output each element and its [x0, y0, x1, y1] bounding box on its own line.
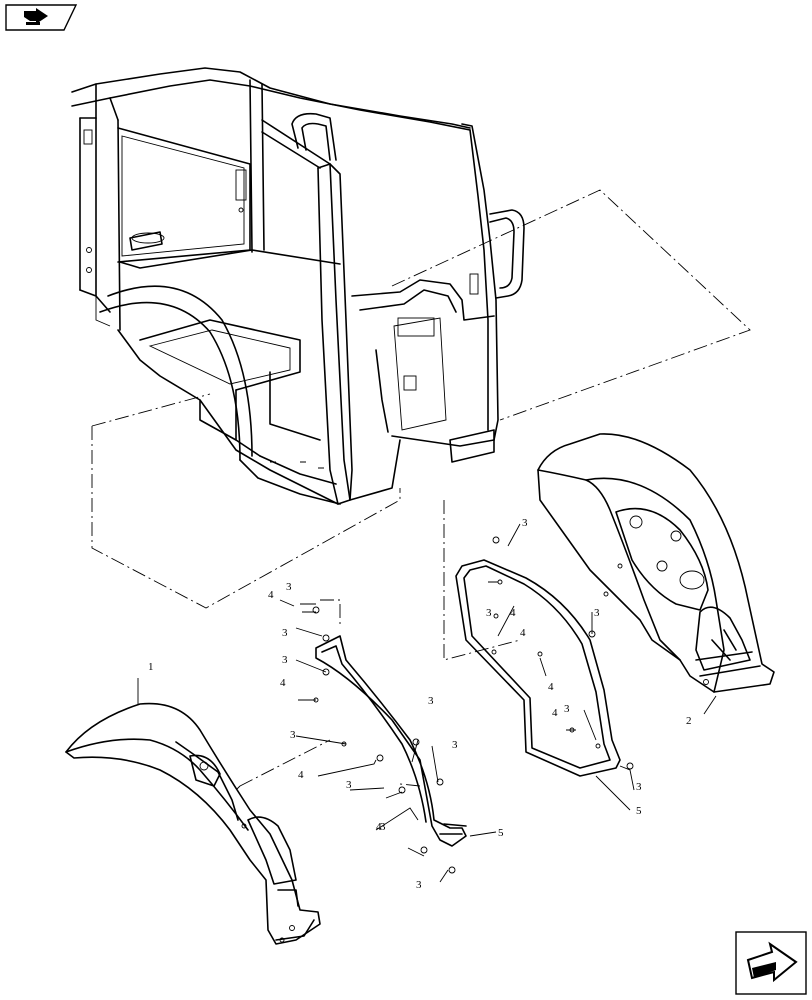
leader-lines — [137, 523, 717, 883]
callout-4: 4 — [510, 607, 516, 619]
callout-1: 1 — [148, 661, 154, 673]
callout-3: 3 — [522, 517, 528, 529]
callout-5: 5 — [498, 827, 504, 839]
assembly-line-lower-left — [235, 739, 331, 791]
cab-frame — [71, 67, 525, 505]
callout-3: 3 — [594, 607, 600, 619]
assembly-line-right — [391, 189, 751, 661]
next-page-arrow-icon[interactable] — [735, 931, 807, 995]
right-fender — [537, 433, 775, 693]
assembly-line-left — [91, 393, 401, 609]
callout-2: 2 — [686, 715, 692, 727]
callout-3: 3 — [486, 607, 492, 619]
assembly-line-mid — [320, 599, 421, 787]
callout-3: 3 — [636, 781, 642, 793]
callout-3: 3 — [290, 729, 296, 741]
callout-5: 5 — [636, 805, 642, 817]
callout-4: 4 — [298, 769, 304, 781]
callout-4: 4 — [268, 589, 274, 601]
callout-4: 4 — [552, 707, 558, 719]
callout-4: 4 — [376, 821, 382, 833]
callout-3: 3 — [564, 703, 570, 715]
callout-4: 4 — [520, 627, 526, 639]
callout-3: 3 — [380, 821, 386, 833]
view-arrow-icon[interactable] — [5, 4, 78, 31]
callouts: 1 2 3 3 3 3 3 3 3 3 3 3 3 3 3 3 4 4 4 4 … — [148, 517, 692, 891]
callout-3: 3 — [416, 879, 422, 891]
right-bracket — [455, 536, 634, 777]
callout-4: 4 — [280, 677, 286, 689]
callout-4: 4 — [548, 681, 554, 693]
callout-3: 3 — [282, 627, 288, 639]
callout-3: 3 — [428, 695, 434, 707]
left-bracket — [312, 606, 467, 874]
callout-3: 3 — [282, 654, 288, 666]
left-fender — [65, 702, 321, 945]
callout-3: 3 — [452, 739, 458, 751]
callout-3: 3 — [286, 581, 292, 593]
callout-3: 3 — [346, 779, 352, 791]
